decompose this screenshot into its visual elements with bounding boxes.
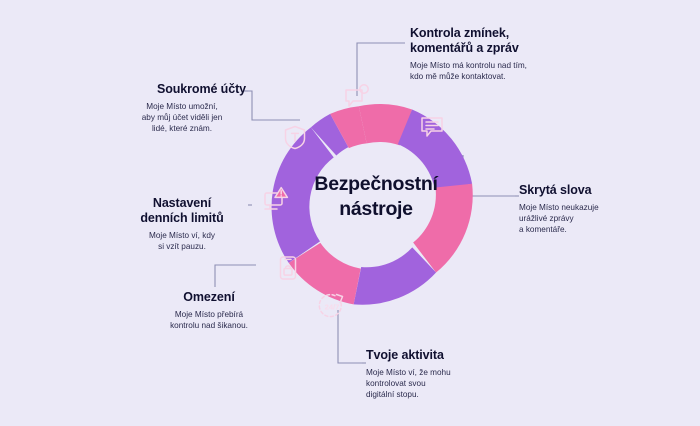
connector-restrict xyxy=(214,264,256,287)
connector-activity xyxy=(337,310,362,364)
callout-control-body: Moje Místo má kontrolu nad tím, kdo mě m… xyxy=(410,61,527,82)
callout-restrict-body: Moje Místo přebírá kontrolu nad šikanou. xyxy=(170,310,248,331)
callout-hidden: Skrytá slova Moje Místo neukazuje urážli… xyxy=(519,183,669,236)
donut-segments xyxy=(271,104,473,305)
callout-private: Soukromé účty Moje Místo umožní, aby můj… xyxy=(118,82,246,135)
donut-segment-top-left-pink xyxy=(330,106,367,149)
twentyfourseven-icon: 24/7 xyxy=(318,293,344,318)
callout-limits-body: Moje Místo ví, kdy si vzít pauzu. xyxy=(149,231,215,252)
connector-control xyxy=(356,42,405,96)
callout-restrict: Omezení Moje Místo přebírá kontrolu nad … xyxy=(144,290,274,331)
callout-activity: Tvoje aktivita Moje Místo ví, že mohu ko… xyxy=(366,348,516,401)
donut-icons: 24/7 xyxy=(264,84,443,318)
connector-private xyxy=(248,90,300,121)
donut-segment-restrict xyxy=(353,247,437,305)
callout-private-body: Moje Místo umožní, aby můj účet viděli j… xyxy=(141,102,223,134)
callout-control: Kontrola zmínek, komentářů a zpráv Moje … xyxy=(410,26,570,82)
center-title: Bezpečnostní nástroje xyxy=(314,173,438,220)
callout-control-title: Kontrola zmínek, komentářů a zpráv xyxy=(410,26,519,55)
screen-warning-icon xyxy=(264,186,289,210)
donut-segment-private xyxy=(271,127,334,263)
donut-segment-private-tip xyxy=(310,113,349,156)
donut-segment-hidden xyxy=(397,109,473,191)
shield-icon xyxy=(284,125,306,150)
svg-text:24/7: 24/7 xyxy=(325,302,340,311)
message-alert-icon xyxy=(345,84,369,107)
callout-limits: Nastavení denních limitů Moje Místo ví, … xyxy=(118,196,246,252)
chat-lines-icon xyxy=(421,117,443,137)
donut-segment-control xyxy=(358,104,413,146)
callout-hidden-body: Moje Místo neukazuje urážlivé zprávy a k… xyxy=(519,203,599,235)
donut-segment-activity xyxy=(413,183,473,273)
callout-activity-title: Tvoje aktivita xyxy=(366,348,444,362)
callout-limits-title: Nastavení denních limitů xyxy=(140,196,224,225)
callout-activity-body: Moje Místo ví, že mohu kontrolovat svou … xyxy=(366,368,451,400)
callout-restrict-title: Omezení xyxy=(183,290,235,304)
callout-hidden-title: Skrytá slova xyxy=(519,183,592,197)
callout-private-title: Soukromé účty xyxy=(156,82,246,96)
donut-segment-limits xyxy=(288,242,361,305)
phone-lock-icon xyxy=(279,256,297,280)
